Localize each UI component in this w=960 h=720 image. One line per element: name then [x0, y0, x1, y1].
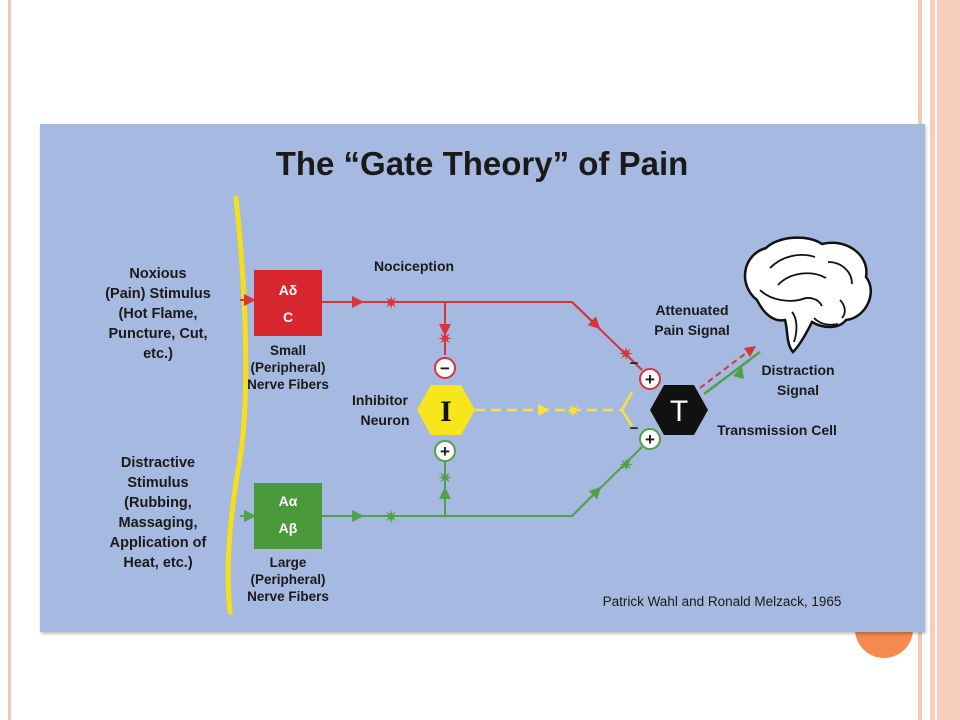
attenuated-label-2: Pain Signal	[654, 322, 729, 338]
slide-border-left	[8, 0, 11, 720]
inhibitor-label-1: Inhibitor	[352, 392, 409, 408]
large-fiber-type-a-alpha: Aα	[279, 493, 298, 509]
plus-sign: +	[645, 430, 655, 449]
distraction-path	[322, 446, 643, 517]
attenuated-pain-signal	[699, 349, 751, 389]
stimulus-line	[225, 195, 249, 615]
distractive-label-1: Distractive	[121, 455, 195, 471]
inhibitor-label-2: Neuron	[361, 412, 410, 428]
distractive-label-6: Heat, etc.)	[123, 555, 192, 571]
synapse-star-icon: ✷	[437, 468, 452, 488]
small-fiber-box	[254, 270, 322, 336]
large-fiber-caption-3: Nerve Fibers	[247, 589, 329, 604]
diagram-title: The “Gate Theory” of Pain	[276, 145, 689, 182]
small-fiber-type-c: C	[283, 309, 293, 325]
noxious-label-2: (Pain) Stimulus	[105, 286, 211, 302]
distractive-label-4: Massaging,	[119, 515, 198, 531]
inhibitor-neuron-hexagon	[417, 385, 475, 435]
gate-minus-sign: −	[630, 355, 639, 372]
large-fiber-caption-2: (Peripheral)	[250, 572, 325, 587]
diagram-panel	[40, 124, 925, 632]
excitatory-plus-icon	[434, 440, 456, 462]
distractive-label-5: Application of	[110, 535, 207, 551]
synapse-star-icon: ✷	[618, 455, 633, 475]
distraction-signal	[703, 351, 761, 395]
noxious-label-5: etc.)	[143, 346, 173, 362]
distractive-label-2: Stimulus	[127, 475, 188, 491]
synapse-star-icon: ✷	[618, 344, 633, 364]
large-fiber-type-a-beta: Aβ	[279, 520, 298, 536]
gate-plus-bottom-icon	[639, 428, 661, 450]
inhibitory-minus-icon	[434, 357, 456, 379]
noxious-label-3: (Hot Flame,	[119, 306, 198, 322]
distraction-label-2: Signal	[777, 382, 819, 398]
plus-sign: +	[440, 442, 450, 461]
small-fiber-caption-1: Small	[270, 343, 306, 358]
noxious-label-1: Noxious	[129, 266, 186, 282]
synapse-star-icon: ✷	[565, 401, 580, 421]
transmission-cell-letter: T	[670, 395, 688, 428]
gate-minus-sign: −	[630, 420, 639, 437]
synapse-star-icon: ✷	[383, 507, 398, 527]
distraction-label-1: Distraction	[761, 362, 834, 378]
noxious-label-4: Puncture, Cut,	[108, 326, 207, 342]
large-fiber-caption-1: Large	[270, 555, 307, 570]
brain-icon	[743, 236, 872, 354]
slide-border-right-gap	[935, 0, 937, 720]
credit-label: Patrick Wahl and Ronald Melzack, 1965	[603, 594, 842, 609]
nociception-label: Nociception	[374, 258, 454, 274]
nociception-path	[322, 301, 643, 371]
synapse-star-icon: ✷	[383, 293, 398, 313]
gate-plus-top-icon	[639, 368, 661, 390]
small-fiber-caption-3: Nerve Fibers	[247, 377, 329, 392]
large-fiber-box	[254, 483, 322, 549]
transmission-cell-label: Transmission Cell	[717, 422, 837, 438]
small-fiber-type-a-delta: Aδ	[279, 282, 298, 298]
inhibitor-neuron-letter: I	[440, 395, 452, 428]
distractive-label-3: (Rubbing,	[124, 495, 192, 511]
transmission-cell-hexagon	[650, 385, 708, 435]
plus-sign: +	[645, 370, 655, 389]
minus-sign: −	[440, 359, 450, 378]
small-fiber-caption-2: (Peripheral)	[250, 360, 325, 375]
attenuated-label-1: Attenuated	[655, 302, 728, 318]
synapse-star-icon: ✷	[437, 329, 452, 349]
